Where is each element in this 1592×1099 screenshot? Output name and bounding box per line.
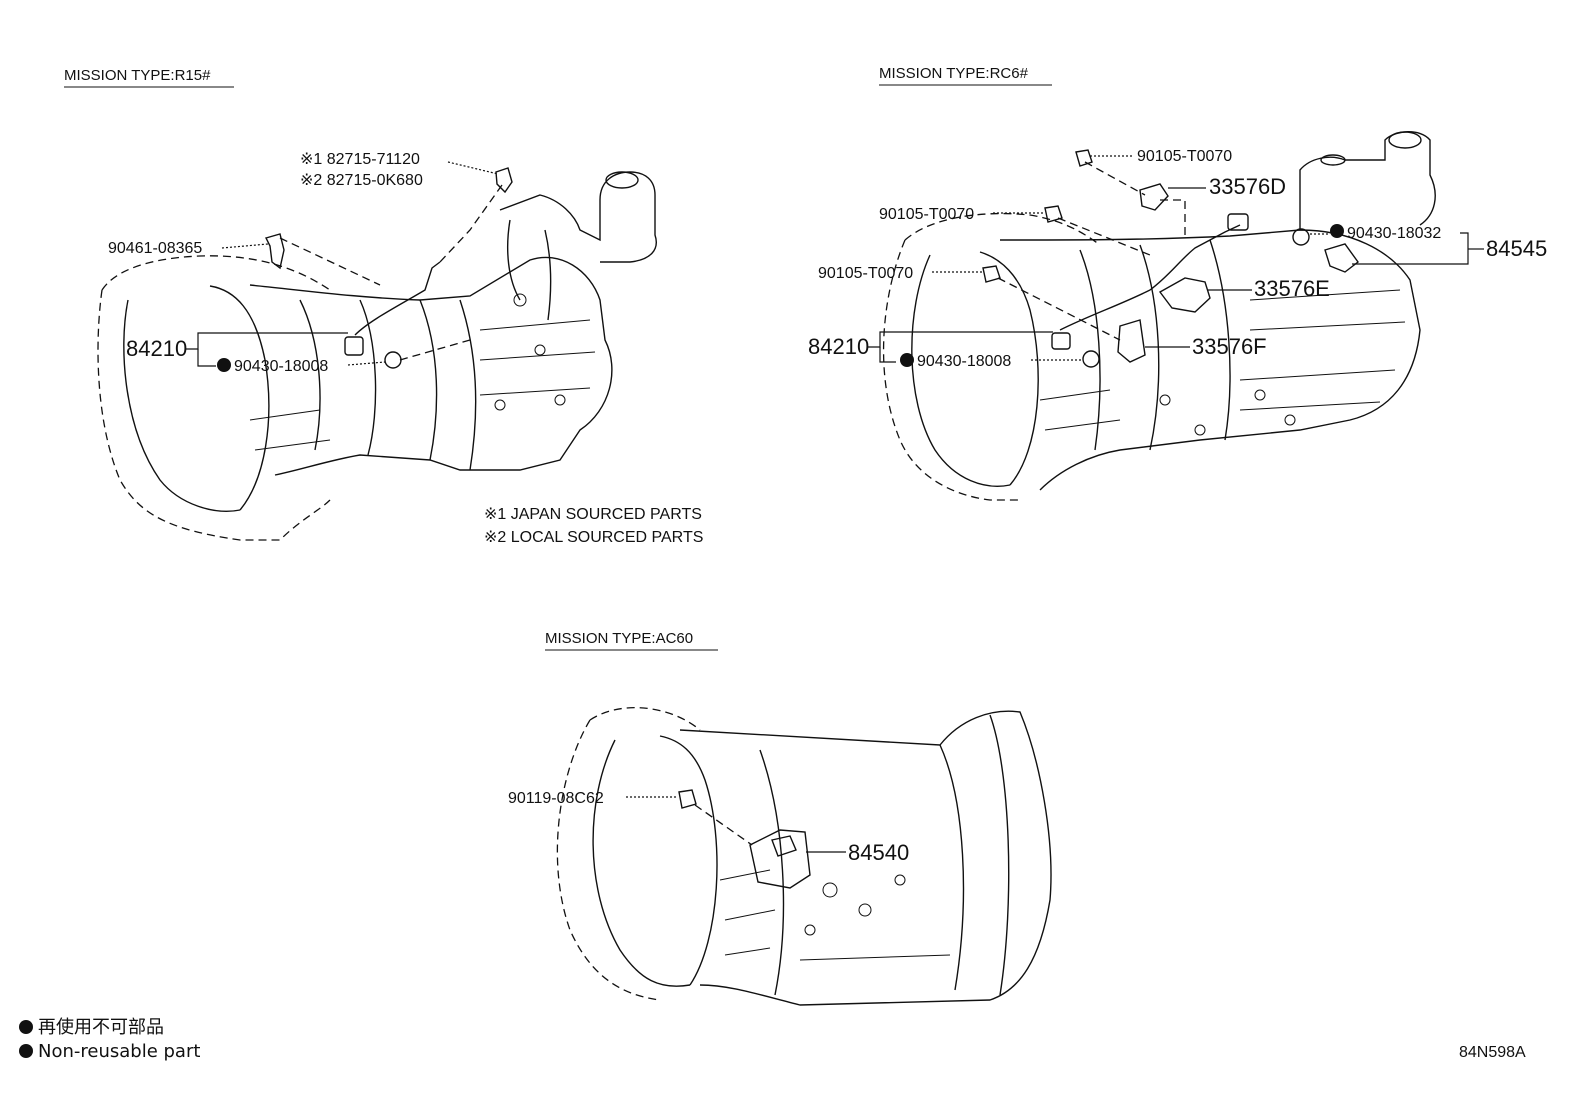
callout-90461-08365: 90461-08365	[108, 240, 202, 257]
section-title-r15: MISSION TYPE:R15#	[64, 67, 211, 84]
r15-clamp-90461	[264, 233, 285, 270]
r15-clamp-82715	[495, 167, 513, 194]
callout-82715-71120: ※1 82715-71120	[300, 151, 420, 168]
note-local-sourced: ※2 LOCAL SOURCED PARTS	[484, 529, 703, 546]
note-japan-sourced: ※1 JAPAN SOURCED PARTS	[484, 506, 702, 523]
rc6-gasket-18032	[1292, 228, 1310, 246]
r15-sensor-84210	[344, 336, 364, 356]
rc6-connector	[1227, 213, 1249, 231]
legend-marker-en	[19, 1044, 33, 1058]
rc6-switch-84545	[1324, 243, 1359, 273]
section-r15: MISSION TYPE:R15#	[64, 67, 703, 546]
callout-90105-t0070-top: 90105-T0070	[1137, 148, 1232, 165]
ac60-sensor-84540	[749, 829, 811, 889]
callout-33576e: 33576E	[1254, 276, 1330, 301]
rc6-bolt-b	[1044, 205, 1063, 223]
callout-33576d: 33576D	[1209, 174, 1286, 199]
section-title-rc6: MISSION TYPE:RC6#	[879, 65, 1029, 82]
callout-84540: 84540	[848, 840, 909, 865]
section-rc6: MISSION TYPE:RC6#	[808, 65, 1547, 501]
rc6-sensor-84210	[1051, 332, 1071, 350]
ac60-transmission-drawing	[556, 707, 1052, 1006]
section-ac60: MISSION TYPE:AC60 90119-08C62 84540	[508, 630, 1052, 1006]
rc6-bracket-33576f	[1117, 319, 1146, 363]
rc6-bracket-33576e	[1158, 277, 1211, 313]
legend-marker-jp	[19, 1020, 33, 1034]
callout-90105-t0070-low: 90105-T0070	[818, 265, 913, 282]
rc6-bolt-c	[982, 265, 1001, 283]
r15-gasket	[384, 351, 402, 369]
rc6-gasket-18008	[1082, 350, 1100, 368]
callout-84210: 84210	[126, 336, 187, 361]
callout-90430-18032: 90430-18032	[1347, 225, 1441, 242]
legend-japanese: 再使用不可部品	[38, 1017, 164, 1038]
rc6-bolt-a	[1075, 149, 1093, 167]
rc6-transmission-drawing	[882, 131, 1436, 501]
legend: 再使用不可部品 Non-reusable part	[19, 1017, 200, 1062]
callout-90430-18008: 90430-18008	[917, 353, 1011, 370]
callout-82715-0k680: ※2 82715-0K680	[300, 172, 423, 189]
non-reusable-marker	[217, 358, 231, 372]
section-title-ac60: MISSION TYPE:AC60	[545, 630, 693, 647]
legend-english: Non-reusable part	[38, 1041, 200, 1062]
rc6-bracket-33576d	[1139, 183, 1169, 211]
non-reusable-marker	[1330, 224, 1344, 238]
callout-90119-08c62: 90119-08C62	[508, 790, 604, 807]
r15-transmission-drawing	[97, 171, 657, 541]
callout-90105-t0070-mid: 90105-T0070	[879, 206, 974, 223]
ac60-bolt	[678, 789, 697, 809]
callout-90430-18008: 90430-18008	[234, 358, 328, 375]
non-reusable-marker	[900, 353, 914, 367]
callout-33576f: 33576F	[1192, 334, 1267, 359]
callout-84210: 84210	[808, 334, 869, 359]
callout-84545: 84545	[1486, 236, 1547, 261]
diagram-code: 84N598A	[1459, 1044, 1526, 1061]
